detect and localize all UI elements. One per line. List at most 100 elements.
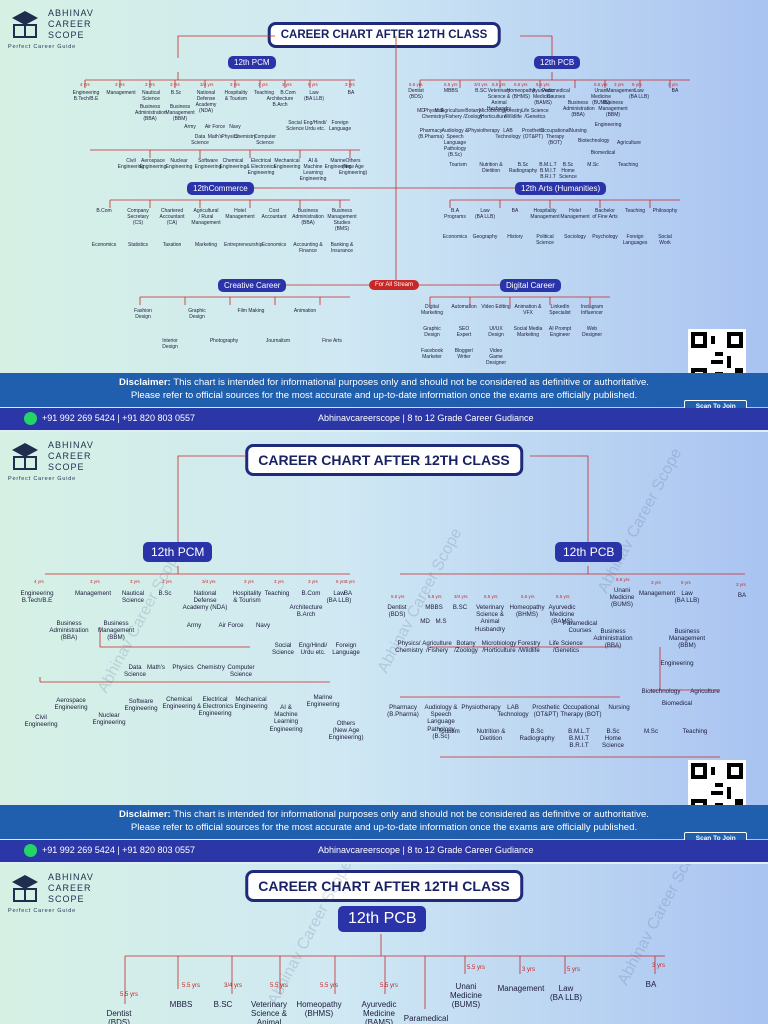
duration-label: 3 yrs bbox=[652, 963, 666, 969]
whatsapp-icon bbox=[24, 412, 37, 425]
duration-label: 3 yrs bbox=[230, 82, 240, 87]
creative-node: Graphic Design bbox=[188, 308, 206, 320]
career-node: Computer Science bbox=[227, 664, 255, 679]
career-node: BA bbox=[671, 88, 679, 94]
career-node: MD bbox=[417, 108, 425, 114]
career-node: Tourism bbox=[449, 162, 467, 168]
engineering-node: Others (New Age Engineering) bbox=[338, 158, 368, 176]
engineering-node: Aerospace Engineering bbox=[139, 158, 167, 170]
engineering-node: Chemical Engineering bbox=[219, 158, 247, 170]
career-node: Veterinary Science & Animal Husbandry bbox=[475, 604, 505, 633]
career-node: Teaching bbox=[264, 590, 290, 597]
footer-phone[interactable]: +91 992 269 5424 | +91 820 803 0557 bbox=[42, 413, 195, 423]
brand-tagline: Perfect Career Guide bbox=[8, 44, 76, 50]
paramedical-node: Pharmacy (B.Pharma) bbox=[418, 128, 444, 140]
arts-node: History bbox=[507, 234, 523, 240]
brand-logo: ABHINAV CAREER SCOPE Perfect Career Guid… bbox=[8, 870, 118, 914]
digital-node: Social Media Marketing bbox=[513, 326, 543, 338]
engineering-node: AI & Machine Learning Engineering bbox=[299, 158, 327, 182]
duration-label: 5 yrs bbox=[308, 82, 318, 87]
career-node: Engineering B.Tech/B.E bbox=[20, 590, 54, 605]
career-node: Foreign Language bbox=[332, 642, 360, 657]
engineering-node: Civil Engineering bbox=[117, 158, 145, 170]
career-node: B.Sc Radiography bbox=[519, 728, 555, 743]
duration-label: 5.5 yrs bbox=[536, 82, 550, 87]
disclaimer-label: Disclaimer: bbox=[119, 377, 171, 388]
career-node: Homeopathy (BHMS) bbox=[509, 604, 545, 619]
career-node: Dentist (BDS) bbox=[106, 1009, 132, 1024]
career-node: BA bbox=[347, 90, 355, 96]
stream-pcb: 12th PCB bbox=[534, 56, 581, 69]
career-node: Ayurvedic Medicine (BAMS) bbox=[532, 88, 554, 106]
duration-label: 3 yrs bbox=[345, 579, 355, 584]
paramedical-node: Pharmacy (B.Pharma) bbox=[387, 704, 419, 719]
duration-label: 3 yrs bbox=[130, 579, 140, 584]
career-node: BA bbox=[645, 980, 657, 989]
disclaimer-line-1: This chart is intended for informational… bbox=[170, 809, 649, 820]
career-node: MBBS bbox=[425, 604, 443, 611]
duration-label: 5.5 yrs bbox=[320, 983, 339, 989]
page-title: CAREER CHART AFTER 12TH CLASS bbox=[245, 870, 523, 902]
duration-label: 5.5 yrs bbox=[391, 594, 405, 599]
disclaimer-label: Disclaimer: bbox=[119, 809, 171, 820]
career-node: Paramedical Courses bbox=[403, 1014, 449, 1024]
footer-phone[interactable]: +91 992 269 5424 | +91 820 803 0557 bbox=[42, 845, 195, 855]
career-node: B.Sc Home Science bbox=[559, 162, 577, 180]
duration-label: 5.5 yrs bbox=[514, 82, 528, 87]
duration-label: 3 yrs bbox=[668, 82, 678, 87]
commerce-node: Statistics bbox=[127, 242, 148, 248]
graduation-book-icon bbox=[12, 875, 38, 902]
commerce-node: B.Com bbox=[96, 208, 112, 214]
career-node: Foreign Language bbox=[328, 120, 352, 132]
disclaimer-banner: Disclaimer: This chart is intended for i… bbox=[0, 805, 768, 839]
career-node: Homeopathy (BHMS) bbox=[296, 1000, 342, 1018]
commerce-node: Company Secretary (CS) bbox=[127, 208, 149, 226]
arts-node: Hotel Management bbox=[560, 208, 590, 220]
creative-node: Fine Arts bbox=[322, 338, 342, 344]
digital-node: Video Editing bbox=[481, 304, 511, 310]
career-node: B.SC bbox=[452, 604, 468, 611]
engineering-node: Marine Engineering bbox=[306, 694, 340, 709]
career-node: BA bbox=[737, 592, 747, 599]
paramedical-node: Prosthetic (OT&PT) bbox=[521, 128, 545, 140]
career-node: Management bbox=[638, 590, 676, 597]
engineering-node: Chemical Engineering bbox=[162, 696, 196, 711]
career-node: Engineering bbox=[660, 660, 694, 667]
paramedical-node: Audiology & Speech Language Pathology (B… bbox=[441, 128, 469, 158]
career-node: National Defense Academy (NDA) bbox=[182, 590, 228, 612]
stream-arts: 12th Arts (Humanities) bbox=[515, 182, 607, 195]
stream-all: For All Stream bbox=[369, 280, 420, 290]
commerce-node: Economics bbox=[91, 242, 117, 248]
career-node: Navy bbox=[255, 622, 271, 629]
engineering-node: AI & Machine Learning Engineering bbox=[269, 704, 303, 733]
career-node: Botany /Zoology bbox=[463, 108, 483, 120]
duration-label: 3/4 yrs bbox=[224, 983, 243, 989]
digital-node: Video Game Designer bbox=[485, 348, 506, 366]
career-node: Agriculture /Fishery bbox=[441, 108, 465, 120]
paramedical-node: Physiotherapy bbox=[461, 704, 501, 711]
career-node: Engineering B.Tech/B.E bbox=[72, 90, 100, 102]
duration-label: 5.5 yrs bbox=[492, 82, 506, 87]
career-node: Business Administration (BBA) bbox=[135, 104, 167, 122]
engineering-node: Electrical & Electronics Engineering bbox=[246, 158, 276, 176]
career-node: Army bbox=[186, 622, 202, 629]
creative-node: Fashion Design bbox=[134, 308, 152, 320]
disclaimer-line-2: Please refer to official sources for the… bbox=[130, 822, 638, 833]
page-title: CAREER CHART AFTER 12TH CLASS bbox=[267, 22, 501, 48]
arts-node: Economics bbox=[442, 234, 468, 240]
duration-label: 5.5 yrs bbox=[428, 594, 442, 599]
digital-node: Facebook Marketer bbox=[421, 348, 443, 360]
whatsapp-icon bbox=[24, 844, 37, 857]
duration-label: 5.5 yrs bbox=[484, 594, 498, 599]
brand-name: ABHINAV CAREER SCOPE bbox=[48, 440, 94, 472]
career-node: Biotechnology bbox=[578, 138, 610, 144]
career-node: Air Force bbox=[218, 622, 244, 629]
footer-site: Abhinavcareerscope | 8 to 12 Grade Caree… bbox=[318, 845, 534, 855]
career-node: Paramedical Courses bbox=[542, 88, 570, 100]
career-node: Veterinary Science & Animal Husbandry bbox=[486, 88, 512, 112]
arts-node: Bachelor of Fine Arts bbox=[592, 208, 618, 220]
digital-node: Automation bbox=[451, 304, 477, 310]
career-node: Data Science bbox=[191, 134, 209, 146]
career-node: Physics bbox=[172, 664, 194, 671]
duration-label: 4 yrs bbox=[80, 82, 90, 87]
